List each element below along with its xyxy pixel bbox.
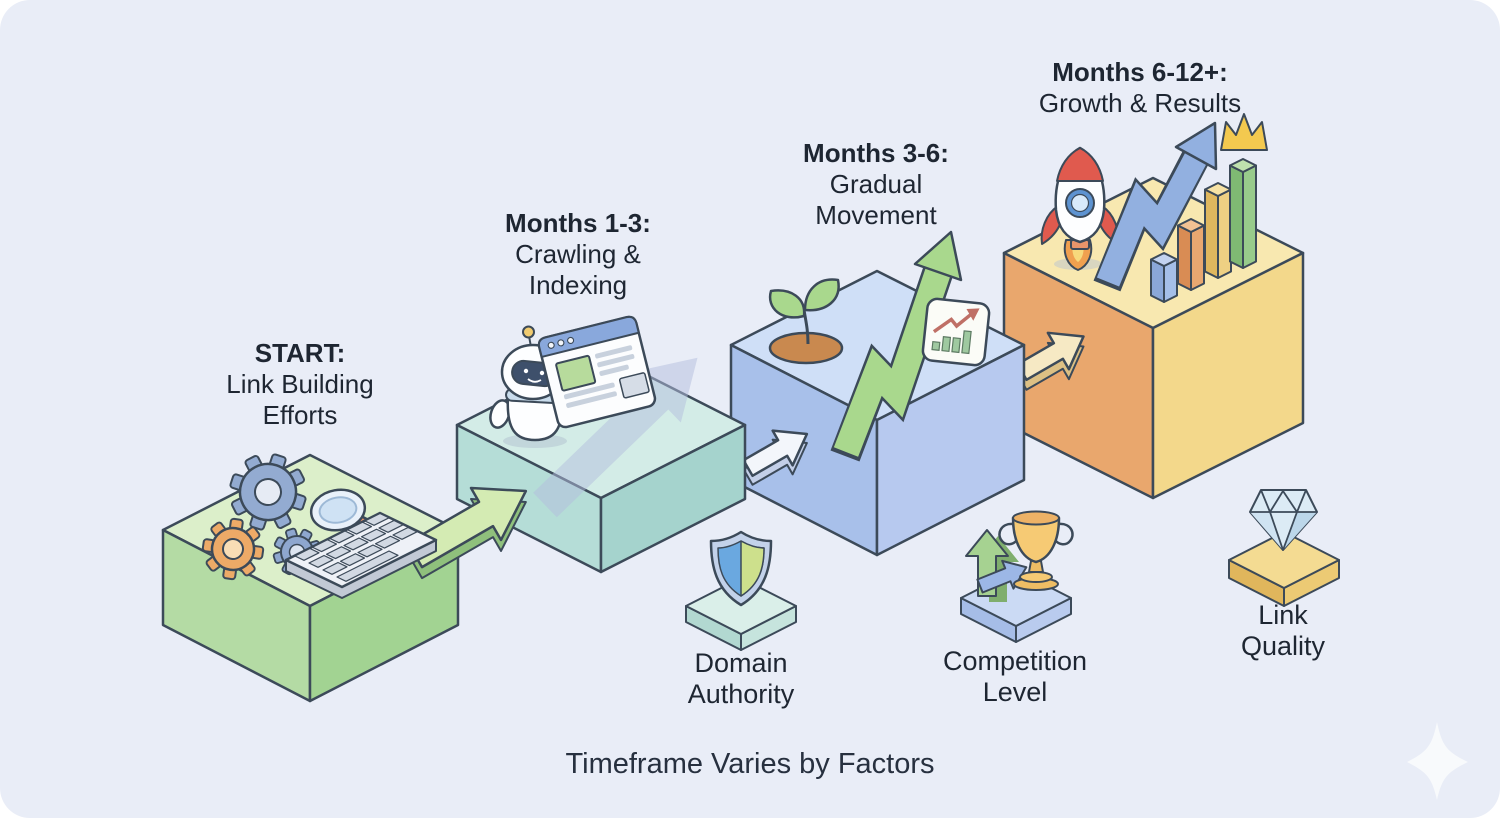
- connector-arrow-1: [406, 486, 528, 580]
- factor-label-link-quality: Link Quality: [1240, 600, 1326, 661]
- connector-arrow-3: [1016, 331, 1085, 391]
- crown-icon: [1220, 113, 1268, 151]
- stage-label-months-6-12: Months 6-12+: Growth & Results: [965, 57, 1315, 119]
- stage-title: START:: [254, 338, 346, 368]
- stage-label-start: START: Link Building Efforts: [150, 338, 450, 431]
- stage-title: Months 3-6:: [803, 138, 949, 168]
- trophy-icon: [998, 510, 1074, 591]
- connector-arrow-2: [742, 429, 809, 486]
- bar-yellow: [1204, 182, 1232, 279]
- stage-subtitle: Crawling & Indexing: [515, 239, 641, 300]
- keyboard-icon: [284, 511, 438, 599]
- diamond-icon: [1249, 489, 1318, 551]
- stage-title: Months 6-12+:: [1052, 57, 1228, 87]
- bar-orange: [1177, 218, 1205, 291]
- sparkle-icon: [1407, 722, 1468, 800]
- stage-subtitle: Gradual Movement: [815, 169, 937, 230]
- link-quality-icon: [1228, 489, 1340, 607]
- zigzag-up-arrow-icon: [830, 230, 963, 462]
- up-arrow-icon: [965, 529, 1019, 602]
- competition-level-icon: [960, 510, 1074, 643]
- stage-title: Months 1-3:: [505, 208, 651, 238]
- gear-icon: [228, 452, 308, 532]
- sprout-icon: [768, 278, 844, 365]
- caption-text: Timeframe Varies by Factors: [565, 748, 935, 780]
- factor-label-competition-level: Competition Level: [942, 646, 1088, 707]
- shield-icon: [709, 530, 773, 607]
- bar-green: [1229, 158, 1257, 269]
- zigzag-up-arrow-icon: [1093, 121, 1218, 292]
- bar-chart-icon: [1150, 158, 1257, 303]
- factor-label-domain-authority: Domain Authority: [687, 648, 795, 709]
- gear-icon: [201, 517, 265, 581]
- stage-label-months-1-3: Months 1-3: Crawling & Indexing: [428, 208, 728, 301]
- bar-blue: [1150, 252, 1178, 303]
- stage-subtitle: Link Building Efforts: [226, 369, 374, 430]
- faded-up-arrow-icon: [533, 357, 698, 518]
- stage-label-months-3-6: Months 3-6: Gradual Movement: [726, 138, 1026, 231]
- rocket-icon: [1040, 146, 1120, 271]
- stage-subtitle: Growth & Results: [1038, 88, 1242, 118]
- chart-card-icon: [921, 297, 991, 367]
- browser-window-icon: [537, 315, 657, 429]
- domain-authority-icon: [685, 530, 797, 651]
